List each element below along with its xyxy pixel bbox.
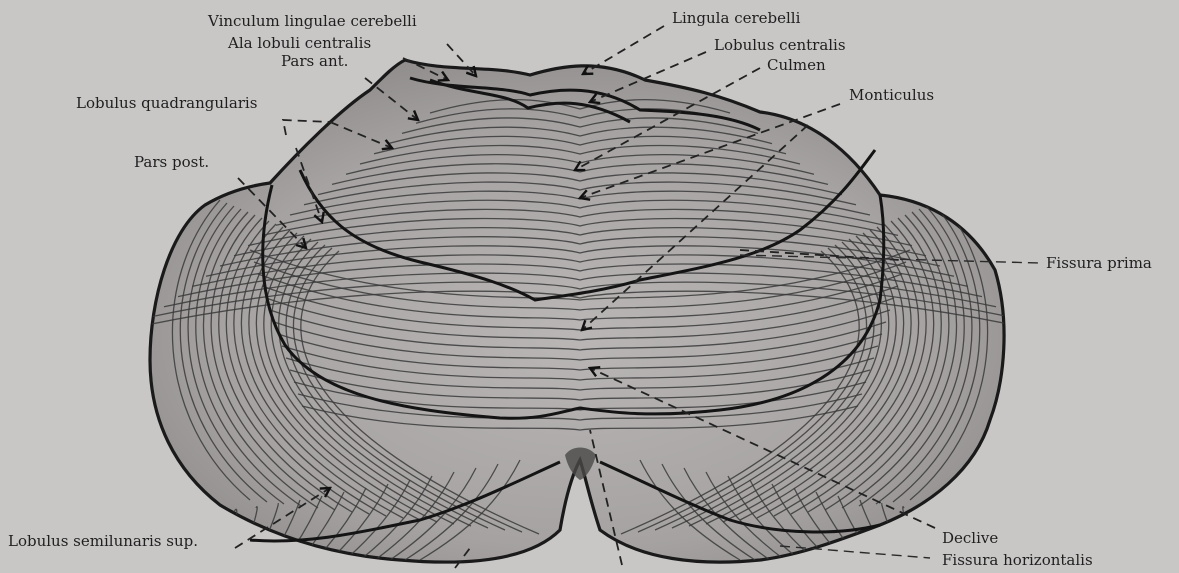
label-fissura-prima: Fissura prima (1046, 254, 1152, 272)
label-pars-ant: Pars ant. (281, 52, 348, 70)
folium-line (225, 509, 237, 560)
label-declive: Declive (942, 529, 998, 547)
label-culmen: Culmen (767, 56, 826, 74)
label-fissura-horizontalis: Fissura horizontalis (942, 551, 1093, 569)
label-lobulus-quadrangularis: Lobulus quadrangularis (76, 94, 257, 112)
folium-line (923, 509, 935, 560)
label-ala: Ala lobuli centralis (227, 34, 371, 52)
label-lobulus-centralis: Lobulus centralis (714, 36, 846, 54)
label-lingula: Lingula cerebelli (672, 9, 801, 27)
label-pars-post: Pars post. (134, 153, 209, 171)
label-vinculum: Vinculum lingulae cerebelli (207, 12, 417, 30)
label-monticulus: Monticulus (849, 86, 934, 104)
label-lobulus-semilunaris-sup: Lobulus semilunaris sup. (8, 532, 198, 550)
leader-lingula (583, 26, 664, 74)
